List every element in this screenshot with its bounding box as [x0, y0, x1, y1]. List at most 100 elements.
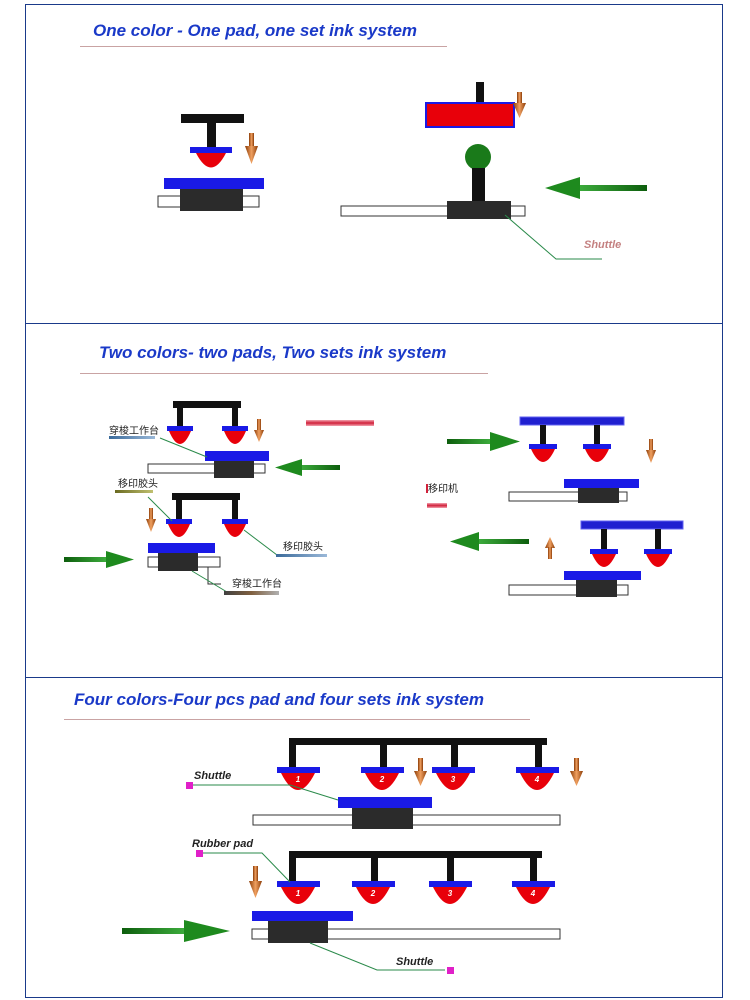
- pad-shaft: [289, 851, 296, 883]
- leader-line: [243, 529, 278, 556]
- shuttle-leader-line: [309, 942, 445, 971]
- shuttle-plate: [564, 479, 639, 488]
- rubber-pad: [520, 773, 554, 790]
- label-rubber-pad: Rubber pad: [192, 838, 253, 850]
- pad-shaft: [232, 493, 238, 520]
- rubber-pad: [592, 554, 616, 567]
- shuttle-leader-line: [193, 784, 339, 801]
- shuttle-rail: [147, 463, 266, 474]
- pad-number: 2: [379, 775, 385, 784]
- marker-square: [196, 850, 203, 857]
- left-arrow-icon: [450, 532, 529, 551]
- shuttle-plate: [338, 797, 432, 808]
- panel-title-two-colors: Two colors- two pads, Two sets ink syste…: [99, 343, 447, 362]
- rubber-pad: [516, 887, 550, 904]
- right-arrow-icon: [64, 551, 134, 568]
- pad-plate: [222, 426, 248, 431]
- up-arrow-icon: [545, 537, 555, 559]
- pad-shaft: [535, 738, 542, 768]
- pad-frame-bar: [181, 114, 244, 123]
- marker-square: [447, 967, 454, 974]
- shuttle-block: [158, 551, 198, 571]
- down-arrow-icon: [146, 508, 156, 532]
- down-arrow-icon: [513, 92, 526, 118]
- pad-frame-bar: [289, 738, 547, 745]
- two-color-top-left-assembly: [109, 401, 374, 478]
- leader-line: [191, 570, 228, 593]
- rubber-pad: [168, 524, 190, 537]
- shuttle-block: [578, 487, 619, 503]
- pad-plate: [352, 881, 395, 887]
- label-shuttle-top: Shuttle: [194, 770, 231, 782]
- pad-number: 4: [530, 889, 536, 898]
- rubber-pad: [436, 773, 470, 790]
- pad-number: 1: [296, 775, 301, 784]
- rubber-pad: [281, 773, 315, 790]
- pad-number: 3: [451, 775, 456, 784]
- shuttle-block: [214, 460, 254, 478]
- title-underline: [80, 46, 447, 47]
- pad-shaft: [530, 851, 537, 883]
- rubber-pad: [531, 449, 555, 462]
- ink-bar: [306, 420, 374, 426]
- left-arrow-icon: [545, 177, 647, 199]
- one-color-left-assembly: [157, 114, 264, 211]
- panel-title-four-colors: Four colors-Four pcs pad and four sets i…: [74, 690, 484, 709]
- shuttle-rail: [251, 928, 561, 940]
- panel-title-one-color: One color - One pad, one set ink system: [93, 21, 418, 40]
- pad-plate: [222, 519, 248, 524]
- pad-shaft: [176, 493, 182, 520]
- marker-square: [186, 782, 193, 789]
- label-shuttle: Shuttle: [584, 239, 621, 251]
- pad-frame-bar: [173, 401, 241, 408]
- pad-shaft: [177, 401, 183, 427]
- label-underline: [276, 554, 327, 557]
- rubber-pad: [585, 449, 609, 462]
- pad-frame-bar: [580, 520, 684, 530]
- pad-plate: [361, 767, 404, 773]
- pad-plate: [429, 881, 472, 887]
- pad-plate: [432, 767, 475, 773]
- shuttle-block: [576, 579, 617, 597]
- pad-plate: [644, 549, 672, 554]
- pad-plate: [516, 767, 559, 773]
- title-underline: [80, 373, 488, 374]
- one-color-right-assembly: [340, 82, 647, 260]
- rubber-pad: [433, 887, 467, 904]
- pad-frame-bar: [519, 416, 625, 426]
- pad-plate: [583, 444, 611, 449]
- label-underline: [115, 490, 153, 493]
- down-arrow-icon: [414, 758, 427, 786]
- pad-shaft: [380, 738, 387, 768]
- label-underline: [109, 436, 155, 439]
- label-worktable-bottom: 穿梭工作台: [232, 577, 282, 590]
- two-color-bottom-left-assembly: [64, 490, 327, 595]
- pad-number: 4: [534, 775, 540, 784]
- ink-column: [472, 168, 485, 204]
- leader-line: [147, 496, 173, 522]
- four-color-top-assembly: [186, 738, 583, 829]
- shuttle-plate: [205, 451, 269, 461]
- right-arrow-icon: [447, 432, 520, 451]
- pad-shaft: [371, 851, 378, 883]
- rubber-pad-leader-line: [203, 852, 291, 883]
- left-arrow-icon: [275, 459, 340, 476]
- rubber-pad: [196, 153, 226, 168]
- label-pad-head-left: 移印胶头: [118, 477, 158, 490]
- pad-frame-bar: [289, 851, 542, 858]
- shuttle-block: [352, 808, 413, 829]
- rubber-pad: [646, 554, 670, 567]
- pad-shaft: [289, 738, 296, 768]
- shuttle-leader-line: [504, 214, 602, 260]
- panel-four-colors: [25, 677, 723, 998]
- four-color-bottom-assembly: [122, 850, 561, 974]
- label-worktable-top: 穿梭工作台: [109, 424, 159, 437]
- ink-cup-plate: [425, 102, 515, 128]
- pad-number: 2: [370, 889, 376, 898]
- rubber-pad: [281, 887, 315, 904]
- pad-frame-bar: [172, 493, 240, 500]
- pad-shaft: [476, 82, 484, 103]
- pad-shaft: [540, 425, 546, 445]
- pad-shaft: [451, 738, 458, 768]
